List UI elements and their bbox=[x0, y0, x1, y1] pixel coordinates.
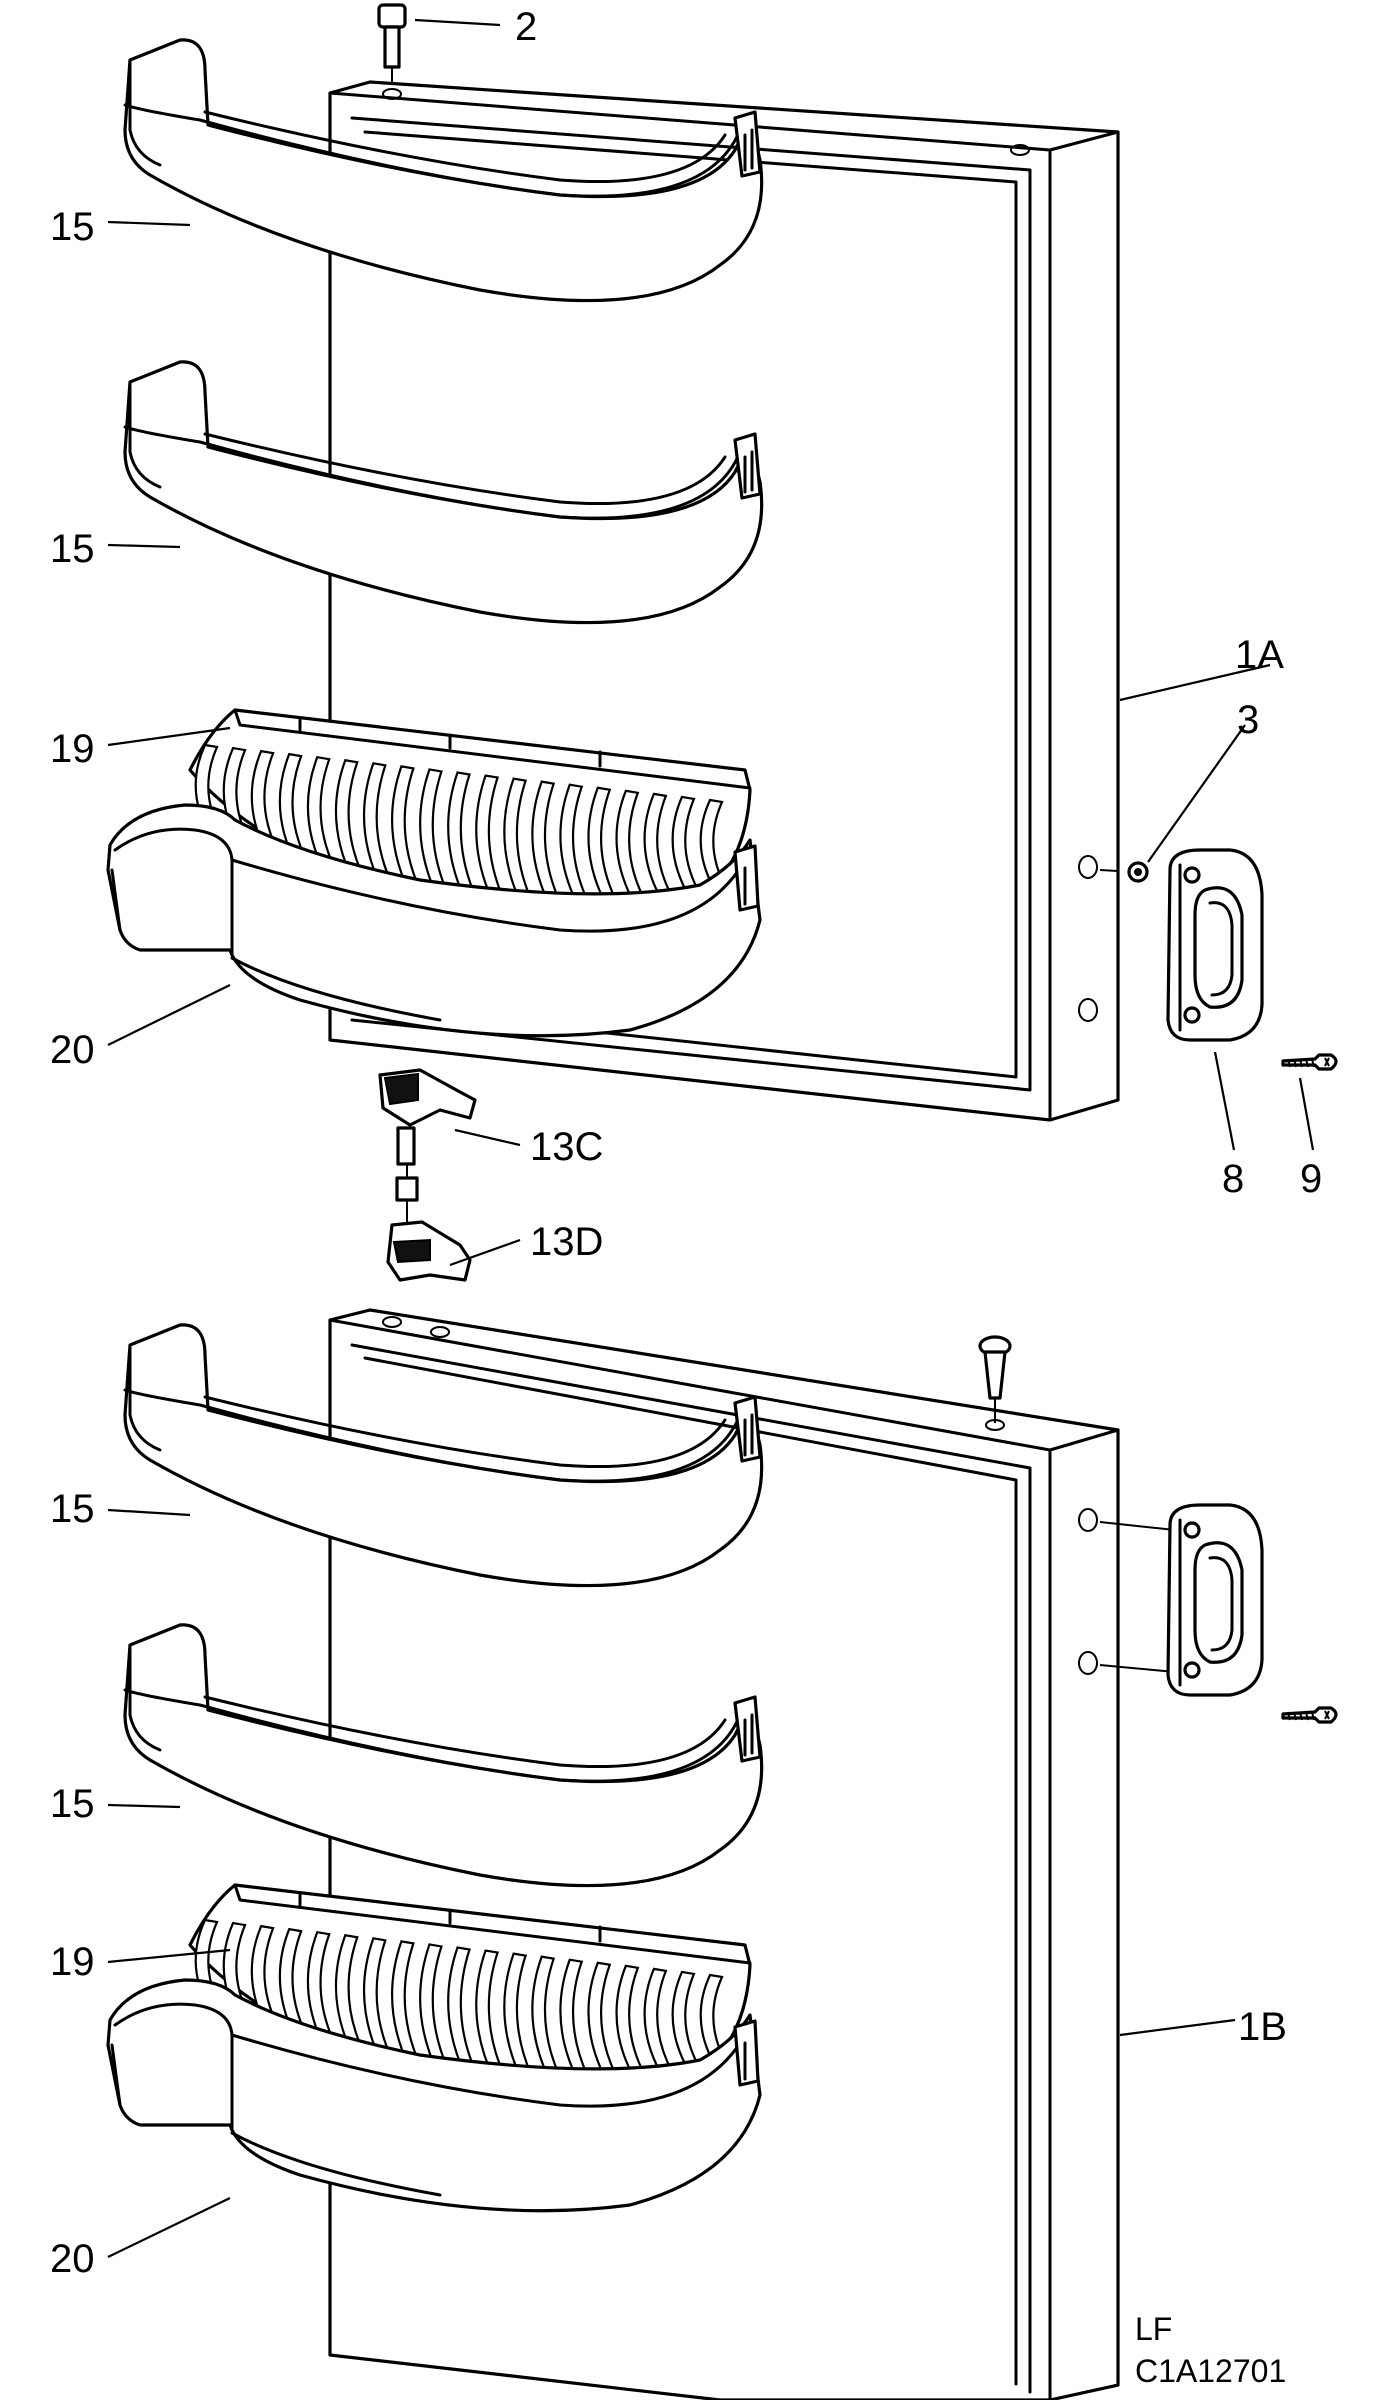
callout-9: 9 bbox=[1300, 1157, 1322, 1201]
callout-19-upper: 19 bbox=[50, 727, 95, 771]
reference-line-1: LF bbox=[1135, 2311, 1172, 2347]
callout-15-upper-1: 15 bbox=[50, 205, 95, 249]
leader-lines bbox=[107, 18, 1315, 2258]
hinge-13D bbox=[386, 1200, 472, 1282]
callout-19-lower: 19 bbox=[50, 1940, 95, 1984]
callout-20-upper: 20 bbox=[50, 1028, 95, 1072]
callout-13D: 13D bbox=[530, 1220, 603, 1264]
callout-20-lower: 20 bbox=[50, 2237, 95, 2281]
reference-line-2: C1A12701 bbox=[1135, 2353, 1286, 2389]
handle-8-upper bbox=[1166, 848, 1264, 1042]
callout-15-lower-1: 15 bbox=[50, 1487, 95, 1531]
hinge-13C bbox=[378, 1068, 477, 1202]
top-screw-2 bbox=[377, 3, 407, 85]
callout-3: 3 bbox=[1237, 698, 1259, 742]
callout-8: 8 bbox=[1222, 1157, 1244, 1201]
lower-door-pin bbox=[978, 1335, 1012, 1423]
callout-1A: 1A bbox=[1235, 633, 1284, 677]
callout-15-upper-2: 15 bbox=[50, 527, 95, 571]
screw-9-lower bbox=[1281, 1706, 1338, 1724]
callout-15-lower-2: 15 bbox=[50, 1782, 95, 1826]
handle-8-lower bbox=[1166, 1503, 1264, 1697]
callout-1B: 1B bbox=[1238, 2005, 1287, 2049]
screw-9-upper bbox=[1281, 1053, 1338, 1071]
callout-2: 2 bbox=[515, 5, 537, 49]
callout-13C: 13C bbox=[530, 1125, 603, 1169]
washer-3 bbox=[1099, 861, 1149, 883]
